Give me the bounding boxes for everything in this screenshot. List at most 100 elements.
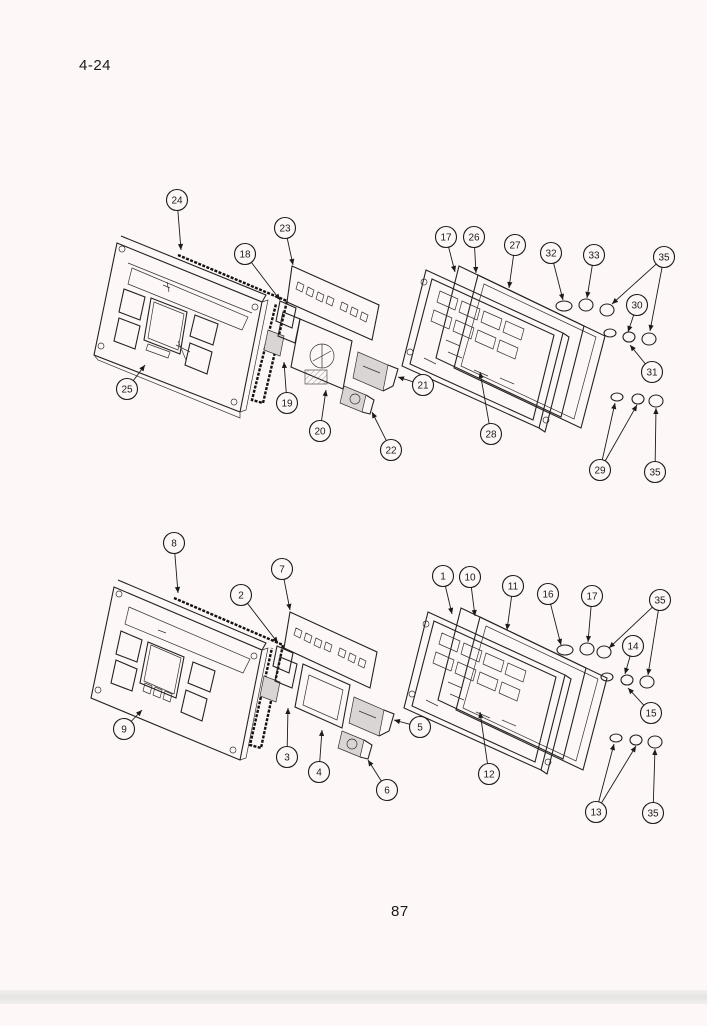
leader-arrowhead bbox=[398, 376, 405, 382]
callout-circle bbox=[379, 438, 403, 462]
leader-arrowhead bbox=[609, 641, 616, 648]
leader-line bbox=[550, 604, 562, 646]
leader-arrowhead bbox=[135, 710, 142, 717]
leader-arrowhead bbox=[274, 293, 280, 300]
leader-line bbox=[601, 745, 637, 804]
callout-circle bbox=[536, 582, 560, 606]
callout-number: 10 bbox=[464, 573, 476, 584]
callout-28: 28 bbox=[479, 422, 503, 446]
callout-number: 17 bbox=[586, 592, 598, 603]
callout-29: 29 bbox=[588, 458, 612, 482]
leader-arrowhead bbox=[322, 390, 328, 397]
leader-arrowhead bbox=[174, 586, 181, 593]
leader-arrowhead bbox=[653, 408, 659, 415]
leader-arrowhead bbox=[627, 325, 633, 332]
lower-assembly bbox=[90, 579, 663, 775]
leader-arrowhead bbox=[471, 609, 477, 616]
callout-18: 18 bbox=[233, 242, 257, 266]
callout-number: 8 bbox=[171, 539, 177, 550]
callout-15: 15 bbox=[639, 701, 663, 725]
callout-circle bbox=[458, 565, 482, 589]
leader-line bbox=[598, 743, 615, 802]
leader-arrowhead bbox=[394, 719, 401, 725]
callout-number: 6 bbox=[384, 786, 390, 797]
callout-number: 21 bbox=[417, 381, 429, 392]
callout-number: 32 bbox=[545, 249, 557, 260]
callout-number: 31 bbox=[646, 368, 658, 379]
leader-arrowhead bbox=[585, 291, 591, 298]
leader-arrowhead bbox=[478, 712, 484, 719]
callout-number: 25 bbox=[121, 385, 133, 396]
callout-23: 23 bbox=[273, 216, 297, 240]
callout-33: 33 bbox=[582, 243, 606, 267]
leader-line bbox=[247, 603, 279, 644]
callout-3: 3 bbox=[275, 745, 299, 769]
callout-26: 26 bbox=[462, 225, 486, 249]
gasket-upper bbox=[177, 253, 289, 405]
callout-circle bbox=[580, 584, 604, 608]
leader-arrowhead bbox=[556, 638, 563, 645]
leader-arrowhead bbox=[281, 362, 288, 369]
callout-24: 24 bbox=[165, 188, 189, 212]
leader-arrowhead bbox=[630, 345, 636, 352]
callout-number: 12 bbox=[483, 770, 495, 781]
leader-line bbox=[479, 371, 490, 424]
callout-circle bbox=[431, 564, 455, 588]
callout-circle bbox=[641, 801, 665, 825]
callout-25: 25 bbox=[115, 377, 139, 401]
leader-arrowhead bbox=[289, 258, 295, 265]
switch-cluster-upper bbox=[263, 265, 399, 415]
callout-circle bbox=[375, 778, 399, 802]
callout-number: 30 bbox=[631, 301, 643, 312]
callout-circle bbox=[112, 717, 136, 741]
callout-number: 27 bbox=[509, 241, 521, 252]
callout-2: 2 bbox=[229, 583, 253, 607]
leader-arrowhead bbox=[272, 636, 278, 643]
callout-8: 8 bbox=[162, 531, 186, 555]
callout-35: 35 bbox=[643, 460, 667, 484]
leader-arrowhead bbox=[648, 324, 654, 331]
upper-assembly bbox=[93, 235, 664, 433]
rear-housing-upper bbox=[401, 265, 606, 433]
callout-circle bbox=[229, 583, 253, 607]
leader-arrowhead bbox=[286, 603, 292, 610]
leader-line bbox=[649, 267, 663, 332]
leader-line bbox=[174, 553, 179, 594]
callout-circle bbox=[503, 233, 527, 257]
front-bezel-lower bbox=[90, 579, 269, 761]
leader-line bbox=[647, 610, 659, 676]
callout-circle bbox=[411, 373, 435, 397]
callout-circle bbox=[648, 588, 672, 612]
callout-circle bbox=[584, 800, 608, 824]
callout-number: 35 bbox=[658, 253, 670, 264]
callout-number: 16 bbox=[542, 590, 554, 601]
leader-line bbox=[553, 263, 564, 301]
leader-arrowhead bbox=[473, 266, 479, 273]
bulbs-upper bbox=[555, 298, 664, 408]
callout-32: 32 bbox=[539, 241, 563, 265]
callout-circle bbox=[621, 634, 645, 658]
callout-number: 33 bbox=[588, 251, 600, 262]
leader-arrowhead bbox=[630, 746, 636, 753]
callout-circle bbox=[462, 225, 486, 249]
callout-11: 11 bbox=[501, 574, 525, 598]
leader-arrowhead bbox=[624, 667, 630, 674]
callout-number: 2 bbox=[238, 591, 244, 602]
leader-arrowhead bbox=[631, 405, 637, 412]
page-reference: 4-24 bbox=[79, 57, 112, 74]
callout-10: 10 bbox=[458, 565, 482, 589]
callout-20: 20 bbox=[308, 419, 332, 443]
leader-arrowhead bbox=[139, 365, 145, 372]
callout-number: 13 bbox=[590, 808, 602, 819]
leader-arrowhead bbox=[450, 265, 457, 272]
callout-circle bbox=[165, 188, 189, 212]
callout-14: 14 bbox=[621, 634, 645, 658]
leader-arrowhead bbox=[585, 635, 592, 642]
leader-line bbox=[604, 404, 638, 462]
callout-circle bbox=[270, 557, 294, 581]
leader-arrowhead bbox=[318, 730, 325, 737]
callout-circle bbox=[501, 574, 525, 598]
callout-circle bbox=[588, 458, 612, 482]
